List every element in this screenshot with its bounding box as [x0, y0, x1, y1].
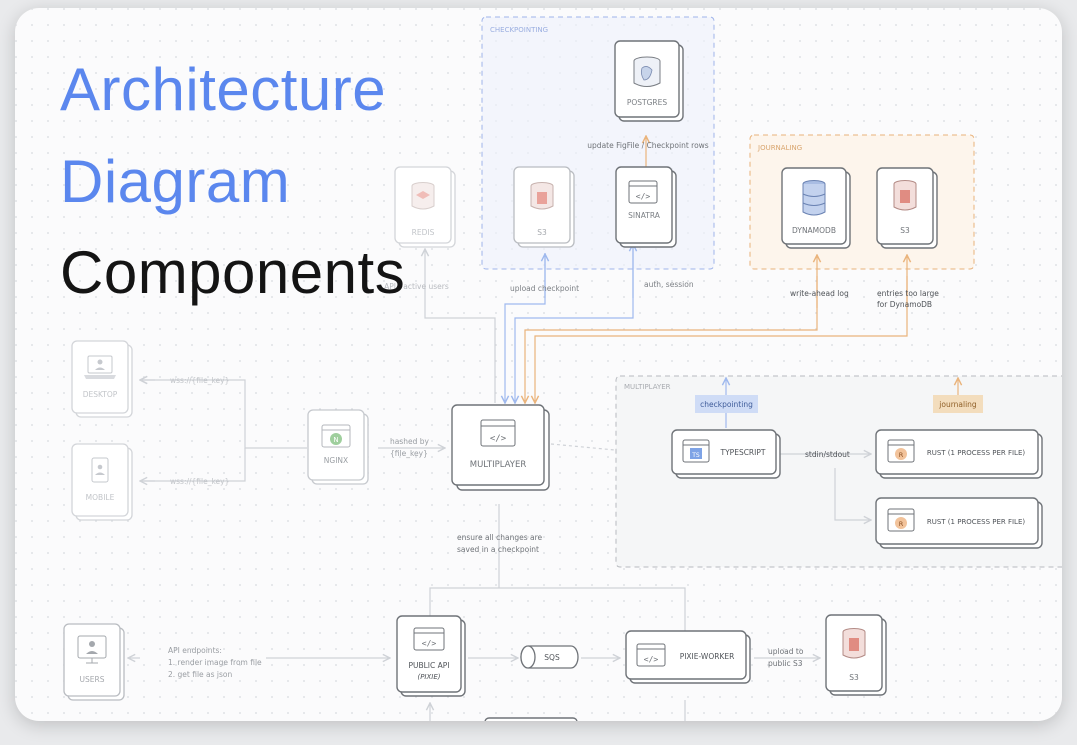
public-api-node: </> PUBLIC API (PIXIE): [396, 615, 466, 697]
edge-label: wss://{file_key}: [170, 477, 229, 486]
node-label: RUST (1 PROCESS PER FILE): [927, 518, 1026, 526]
edge-label: upload checkpoint: [510, 284, 579, 293]
edge-label: update FigFile / Checkpoint rows: [587, 141, 708, 150]
node-label: RUST (1 PROCESS PER FILE): [927, 449, 1026, 457]
node-label: NGINX: [324, 456, 348, 465]
node-label: REDIS: [412, 228, 435, 237]
dynamodb-node: DYNAMODB: [781, 167, 851, 249]
svg-text:R: R: [899, 451, 904, 459]
code-window-icon: </>: [628, 180, 658, 204]
node-sublabel: (PIXIE): [417, 673, 440, 681]
node-label: S3: [537, 228, 547, 237]
s3-checkpoint-node: S3: [513, 166, 575, 248]
svg-text:</>: </>: [644, 655, 659, 664]
user-monitor-icon: [77, 635, 107, 664]
svg-text:N: N: [333, 436, 338, 444]
rust-icon: R: [887, 508, 915, 532]
s3-public-node: S3: [825, 614, 887, 696]
edge-label: write-ahead log: [790, 289, 849, 298]
svg-text:</>: </>: [636, 192, 651, 201]
typescript-node: TS TYPESCRIPT: [671, 429, 781, 479]
checkpointing-tag: checkpointing: [695, 395, 758, 413]
edge-label: ensure all changes are: [457, 533, 543, 542]
desktop-node: DESKTOP: [71, 340, 133, 418]
edge-labels: update FigFile / Checkpoint rows n API /…: [168, 141, 939, 679]
database-icon: [633, 56, 661, 87]
journaling-tag: journaling: [933, 395, 983, 413]
edge-label: API endpoints:: [168, 646, 222, 655]
svg-text:journaling: journaling: [938, 400, 977, 409]
multiplayer-node: </> MULTIPLAYER: [451, 404, 550, 491]
edge-label: 2. get file as json: [168, 670, 233, 679]
svg-text:TS: TS: [691, 452, 700, 459]
rust-node-2: R RUST (1 PROCESS PER FILE): [875, 497, 1043, 549]
code-window-icon: </>: [480, 419, 516, 447]
code-window-icon: </>: [413, 627, 445, 651]
edge-label: public S3: [768, 659, 803, 668]
gray-connectors: [128, 136, 871, 721]
node-label: POSTGRES: [627, 98, 668, 107]
postgres-node: POSTGRES: [614, 40, 684, 122]
svg-text:R: R: [899, 520, 904, 528]
edge-label: 1. render image from file: [168, 658, 262, 667]
sqs-node: SQS: [520, 645, 579, 669]
architecture-diagram: CHECKPOINTING JOURNALING MULTIPLAYER: [15, 8, 1062, 721]
node-label: DESKTOP: [83, 390, 118, 399]
laptop-icon: [84, 355, 116, 379]
node-label: MULTIPLAYER: [470, 460, 527, 470]
edge-label: upload to: [768, 647, 804, 656]
users-node: USERS: [63, 623, 125, 701]
node-label: S3: [849, 673, 859, 682]
database-icon: [411, 182, 435, 210]
redis-node: REDIS: [394, 166, 456, 248]
svg-text:</>: </>: [490, 434, 507, 444]
edge-label: saved in a checkpoint: [457, 545, 539, 554]
node-label: PUBLIC API: [408, 661, 449, 670]
group-label: JOURNALING: [757, 144, 802, 152]
edge-label: for DynamoDB: [877, 300, 932, 309]
mobile-node: MOBILE: [71, 443, 133, 521]
code-window-icon: </>: [636, 643, 666, 667]
node-label: DYNAMODB: [792, 226, 836, 235]
edge-label: {file_key}: [390, 449, 428, 458]
group-label: CHECKPOINTING: [490, 26, 548, 34]
svg-text:</>: </>: [422, 639, 437, 648]
node-label: TYPESCRIPT: [720, 448, 766, 457]
node-label: USERS: [80, 675, 105, 684]
partial-node: [484, 717, 578, 721]
s3-journal-node: S3: [876, 167, 938, 249]
sinatra-node: </> SINATRA: [615, 166, 677, 248]
bucket-icon: [893, 180, 917, 211]
bucket-icon: [842, 628, 866, 659]
edge-label: stdin/stdout: [805, 450, 850, 459]
nginx-node: N NGINX: [307, 409, 369, 485]
edge-label: entries too large: [877, 289, 939, 298]
edge-label: n API / active users: [377, 282, 449, 291]
rust-icon: R: [887, 439, 915, 463]
bucket-icon: [530, 182, 554, 210]
edge-label: hashed by: [390, 437, 430, 446]
node-label: PIXIE-WORKER: [680, 652, 735, 661]
node-label: S3: [900, 226, 910, 235]
rust-node-1: R RUST (1 PROCESS PER FILE): [875, 429, 1043, 479]
node-label: MOBILE: [86, 493, 115, 502]
database-icon: [802, 180, 826, 216]
nginx-icon: N: [321, 424, 351, 448]
group-label: MULTIPLAYER: [624, 383, 671, 391]
phone-icon: [91, 457, 109, 483]
typescript-icon: TS: [682, 439, 710, 463]
edge-label: auth, session: [644, 280, 694, 289]
title-line-components: Components: [60, 239, 406, 306]
diagram-card: CHECKPOINTING JOURNALING MULTIPLAYER: [15, 8, 1062, 721]
node-label: SQS: [544, 653, 560, 662]
title-line-architecture: Architecture: [60, 56, 387, 123]
title-line-diagram: Diagram: [60, 148, 291, 215]
svg-text:checkpointing: checkpointing: [700, 400, 753, 409]
node-label: SINATRA: [628, 211, 661, 220]
pixie-worker-node: </> PIXIE-WORKER: [625, 630, 751, 684]
edge-label: wss://{file_key}: [170, 376, 229, 385]
